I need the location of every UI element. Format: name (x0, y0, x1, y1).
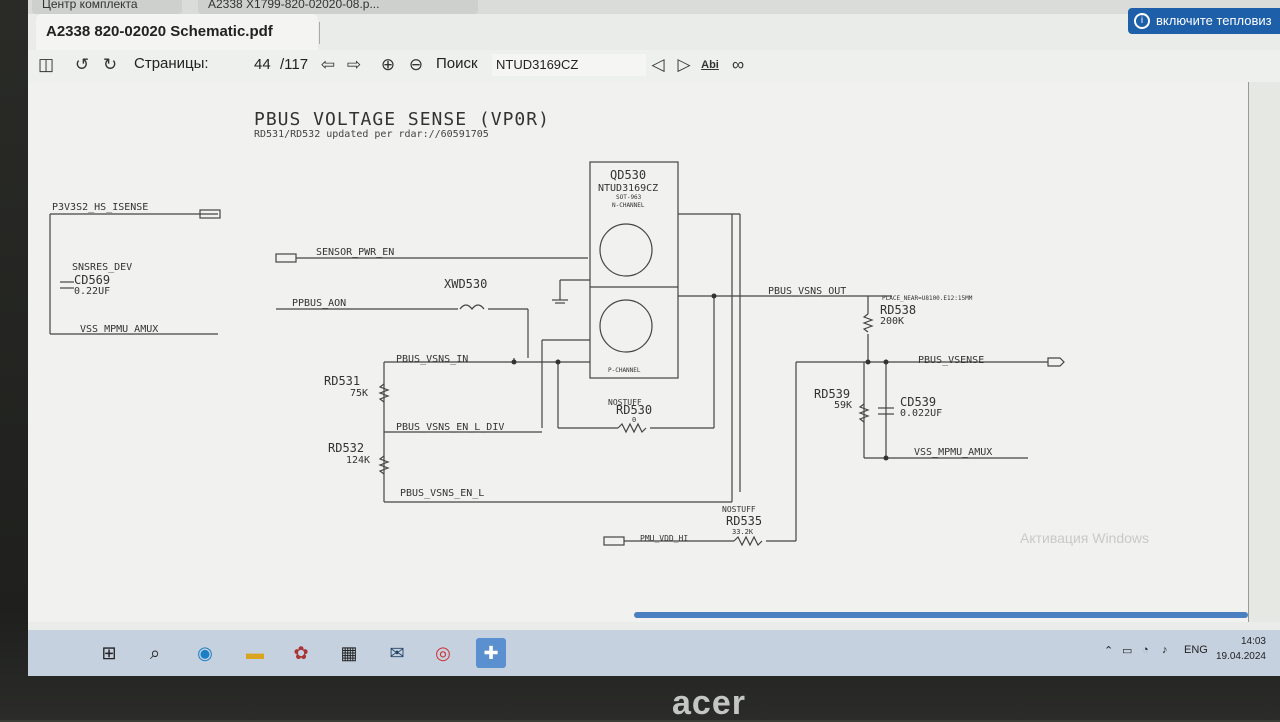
match-case-icon[interactable]: Abi (701, 59, 719, 71)
horizontal-scrollbar[interactable] (634, 612, 1248, 618)
info-icon: i (1134, 13, 1150, 29)
clock-time: 14:03 (1240, 636, 1266, 647)
label-vss-mpmu-amux-right: VSS_MPMU_AMUX (914, 447, 992, 458)
search-value: NTUD3169CZ (496, 57, 579, 72)
label-pmu-vdd-hi: PMU_VDD_HI (640, 534, 688, 543)
label-pbus-vsense: PBUS_VSENSE (918, 355, 984, 366)
tab-label: A2338 X1799-820-02020-08.p... (208, 0, 380, 11)
document-side-panel (1248, 82, 1280, 622)
label-pbus-vsns-en-l: PBUS_VSNS_EN_L (400, 488, 484, 499)
pdf-viewer-icon[interactable]: ✚ (476, 638, 506, 668)
zoom-in-icon[interactable]: ⊕ (380, 55, 396, 74)
browser-tab-1[interactable]: Центр комплекта (32, 0, 182, 14)
label-nostuff-2: NOSTUFF (722, 505, 756, 514)
rotate-left-icon[interactable]: ↺ (74, 55, 90, 74)
chrome-icon[interactable]: ◎ (435, 643, 451, 663)
browser-tab-strip: Центр комплекта A2338 X1799-820-02020-08… (28, 0, 1280, 14)
search-icon[interactable]: ⌕ (149, 643, 161, 663)
schematic-drawing: P3V3S2_HS_ISENSE SENSOR_PWR_EN PPBUS_AON… (49, 161, 1065, 547)
tab-separator (319, 22, 320, 44)
label-nostuff-1: NOSTUFF (608, 398, 642, 407)
search-label: Поиск (436, 55, 478, 72)
label-cd569-val: 0.22UF (74, 286, 110, 297)
label-qd530-p: P-CHANNEL (608, 367, 641, 374)
browser-tab-2[interactable]: A2338 X1799-820-02020-08.p... (198, 0, 478, 14)
windows-start-icon[interactable]: ⊞ (101, 643, 117, 663)
clock-date: 19.04.2024 (1215, 651, 1266, 662)
label-cd539: CD539 (900, 395, 936, 409)
mail-icon[interactable]: ✉ (389, 643, 405, 663)
label-rd531: RD531 (324, 374, 360, 388)
label-cd569: CD569 (74, 273, 110, 287)
battery-icon[interactable]: ▭ (1122, 645, 1133, 657)
app-icon[interactable]: ✿ (293, 643, 309, 663)
tray-chevron-icon[interactable]: ⌃ (1104, 645, 1114, 657)
label-place-near: PLACE_NEAR=U8100.E12:15MM (882, 295, 973, 302)
clock[interactable]: 14:03 19.04.2024 (1216, 634, 1266, 664)
label-rd535-val: 33.2K (732, 528, 754, 536)
label-rd530-val: 0 (632, 416, 636, 424)
language-indicator[interactable]: ENG (1184, 644, 1208, 656)
find-next-icon[interactable]: ▷ (677, 55, 691, 74)
label-qd530-n: N-CHANNEL (612, 202, 645, 209)
label-pbus-vsns-out: PBUS_VSNS_OUT (768, 286, 846, 297)
file-explorer-icon[interactable]: ▬ (246, 643, 264, 663)
whole-word-icon[interactable]: ∞ (731, 55, 745, 74)
windows-watermark: Активация Windows (1020, 530, 1150, 546)
brand-logo: acer (672, 684, 746, 722)
tab-label: Центр комплекта (42, 0, 138, 11)
label-qd530: QD530 (610, 168, 646, 182)
label-rd538: RD538 (880, 303, 916, 317)
label-qd530-pkg: SOT-963 (616, 194, 642, 201)
zoom-out-icon[interactable]: ⊖ (408, 55, 424, 74)
current-page: 44 (254, 56, 271, 73)
pdf-toolbar: ◫ ↺ ↻ Страницы: 44 /117 ⇦ ⇨ ⊕ ⊖ Поиск NT… (28, 50, 1280, 82)
search-input[interactable]: NTUD3169CZ (492, 54, 646, 76)
active-tab-title: A2338 820-02020 Schematic.pdf (46, 23, 273, 40)
pdf-page: PBUS VOLTAGE SENSE (VP0R) RD531/RD532 up… (28, 82, 1248, 622)
label-rd532-val: 124K (346, 455, 370, 466)
schematic-subtitle: RD531/RD532 updated per rdar://60591705 (254, 129, 489, 140)
label-rd532: RD532 (328, 441, 364, 455)
label-rd538-val: 200K (880, 316, 904, 327)
label-xwd530: XWD530 (444, 277, 487, 291)
label-pbus-vsns-en-l-div: PBUS_VSNS_EN_L_DIV (396, 422, 504, 433)
label-rd530: RD530 (616, 403, 652, 417)
schematic-title: PBUS VOLTAGE SENSE (VP0R) (254, 109, 550, 130)
label-p3v3s2: P3V3S2_HS_ISENSE (52, 202, 148, 213)
notice-label: включите тепловиз (1156, 13, 1272, 28)
label-cd539-val: 0.022UF (900, 408, 942, 419)
find-prev-icon[interactable]: ◁ (651, 55, 665, 74)
total-pages: /117 (280, 56, 309, 73)
edge-icon[interactable]: ◉ (197, 643, 213, 663)
label-vss-mpmu-amux-left: VSS_MPMU_AMUX (80, 324, 158, 335)
label-snsres-dev: SNSRES_DEV (72, 262, 132, 273)
page-input[interactable]: 44 /117 (248, 54, 318, 76)
next-page-icon[interactable]: ⇨ (346, 55, 362, 74)
store-icon[interactable]: ▦ (340, 643, 358, 663)
label-rd531-val: 75K (350, 388, 368, 399)
label-rd539-val: 59K (834, 400, 852, 411)
label-pbus-vsns-in: PBUS_VSNS_IN (396, 354, 468, 365)
notice-banner[interactable]: i включите тепловиз (1128, 8, 1280, 34)
label-rd535: RD535 (726, 514, 762, 528)
browser-tab-active[interactable]: A2338 820-02020 Schematic.pdf (36, 14, 318, 50)
pages-label: Страницы: (134, 55, 209, 72)
network-icon[interactable]: ◔ (1142, 644, 1149, 656)
taskbar: ⊞ ⌕ ◉ ▬ ✿ ▦ ✉ ◎ ✚ ⌃ ▭ ◔ ♪ ENG 14:03 19.0… (28, 630, 1280, 676)
label-sensor-pwr-en: SENSOR_PWR_EN (316, 247, 394, 258)
label-qd530-part: NTUD3169CZ (598, 183, 658, 194)
sidebar-icon[interactable]: ◫ (37, 55, 55, 74)
volume-icon[interactable]: ♪ (1162, 644, 1168, 656)
rotate-right-icon[interactable]: ↻ (102, 55, 118, 74)
label-ppbus-aon: PPBUS_AON (292, 298, 346, 309)
prev-page-icon[interactable]: ⇦ (320, 55, 336, 74)
label-rd539: RD539 (814, 387, 850, 401)
screen: Центр комплекта A2338 X1799-820-02020-08… (28, 0, 1280, 676)
